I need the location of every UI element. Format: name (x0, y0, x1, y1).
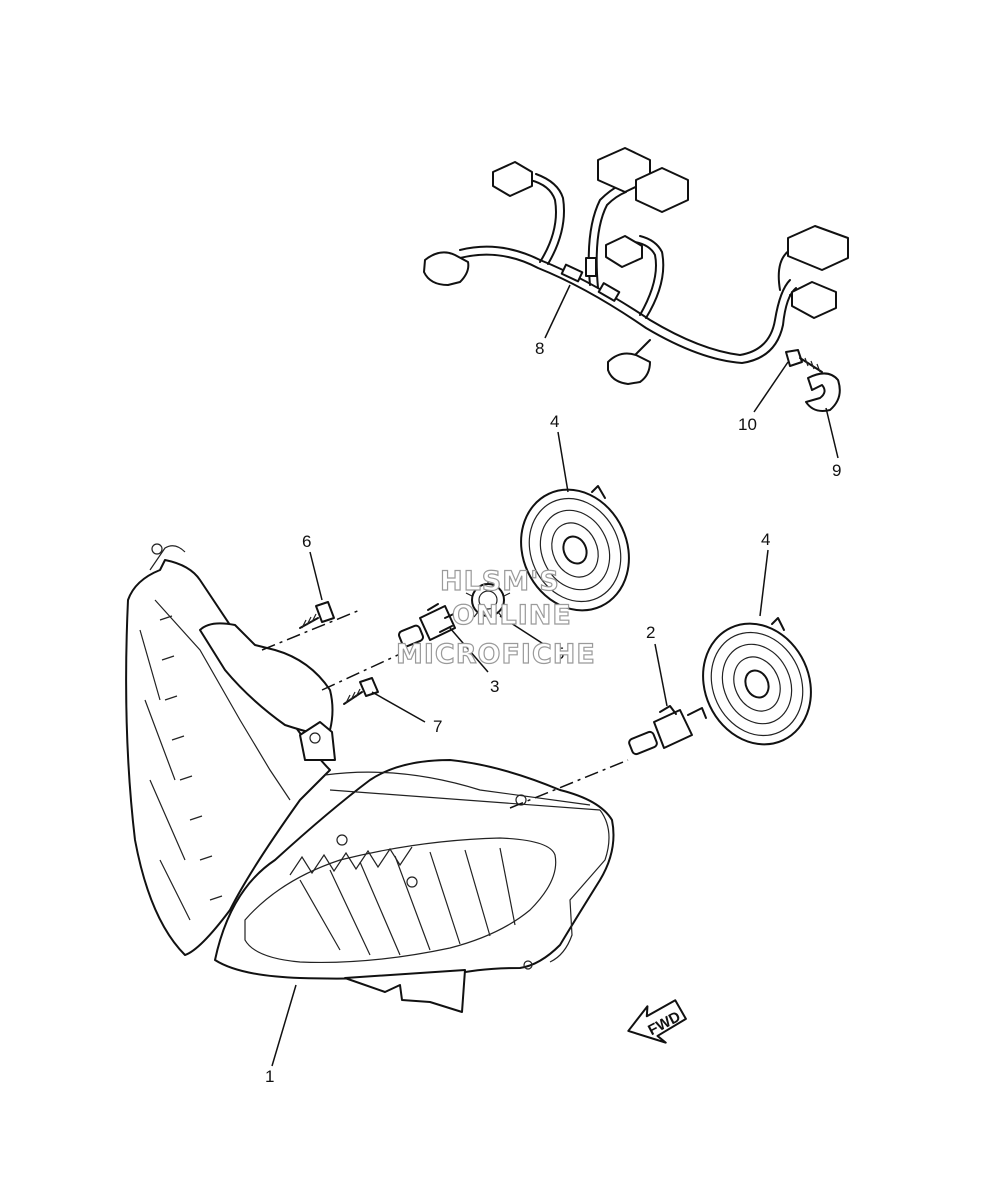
bulb-cover-lower (702, 617, 812, 746)
callout-4-lower: 4 (761, 530, 770, 549)
callout-7: 7 (433, 717, 442, 736)
watermark-line-3: MICROFICHE (396, 639, 596, 670)
screw-lower (343, 677, 379, 705)
callout-4-upper: 4 (550, 412, 559, 431)
callout-10: 10 (738, 415, 757, 434)
headlight-assembly (125, 543, 615, 1013)
watermark-line-1: HLSM'S (440, 566, 560, 597)
callout-8: 8 (535, 339, 544, 358)
assembly-line-lower (509, 759, 629, 809)
callout-2: 2 (646, 623, 655, 642)
callout-5: 5 (555, 644, 564, 663)
screw-upper (299, 601, 335, 629)
bulb-cover-upper (520, 485, 630, 612)
leader-lines (271, 284, 839, 1067)
callout-1: 1 (265, 1067, 274, 1086)
assembly-line-upper (261, 609, 401, 691)
bulb-upper (398, 603, 459, 648)
callout-3: 3 (490, 677, 499, 696)
watermark: HLSM'S ONLINE MICROFICHE (395, 565, 596, 670)
watermark-line-2: ONLINE (452, 600, 572, 631)
bulb-socket (465, 578, 511, 618)
harness-clamp (805, 372, 841, 412)
fwd-arrow-icon: FWD (627, 999, 687, 1044)
callout-6: 6 (302, 532, 311, 551)
bulb-lower (628, 705, 707, 756)
callout-9: 9 (832, 461, 841, 480)
harness-screw (785, 349, 823, 373)
wire-harness (423, 147, 849, 385)
